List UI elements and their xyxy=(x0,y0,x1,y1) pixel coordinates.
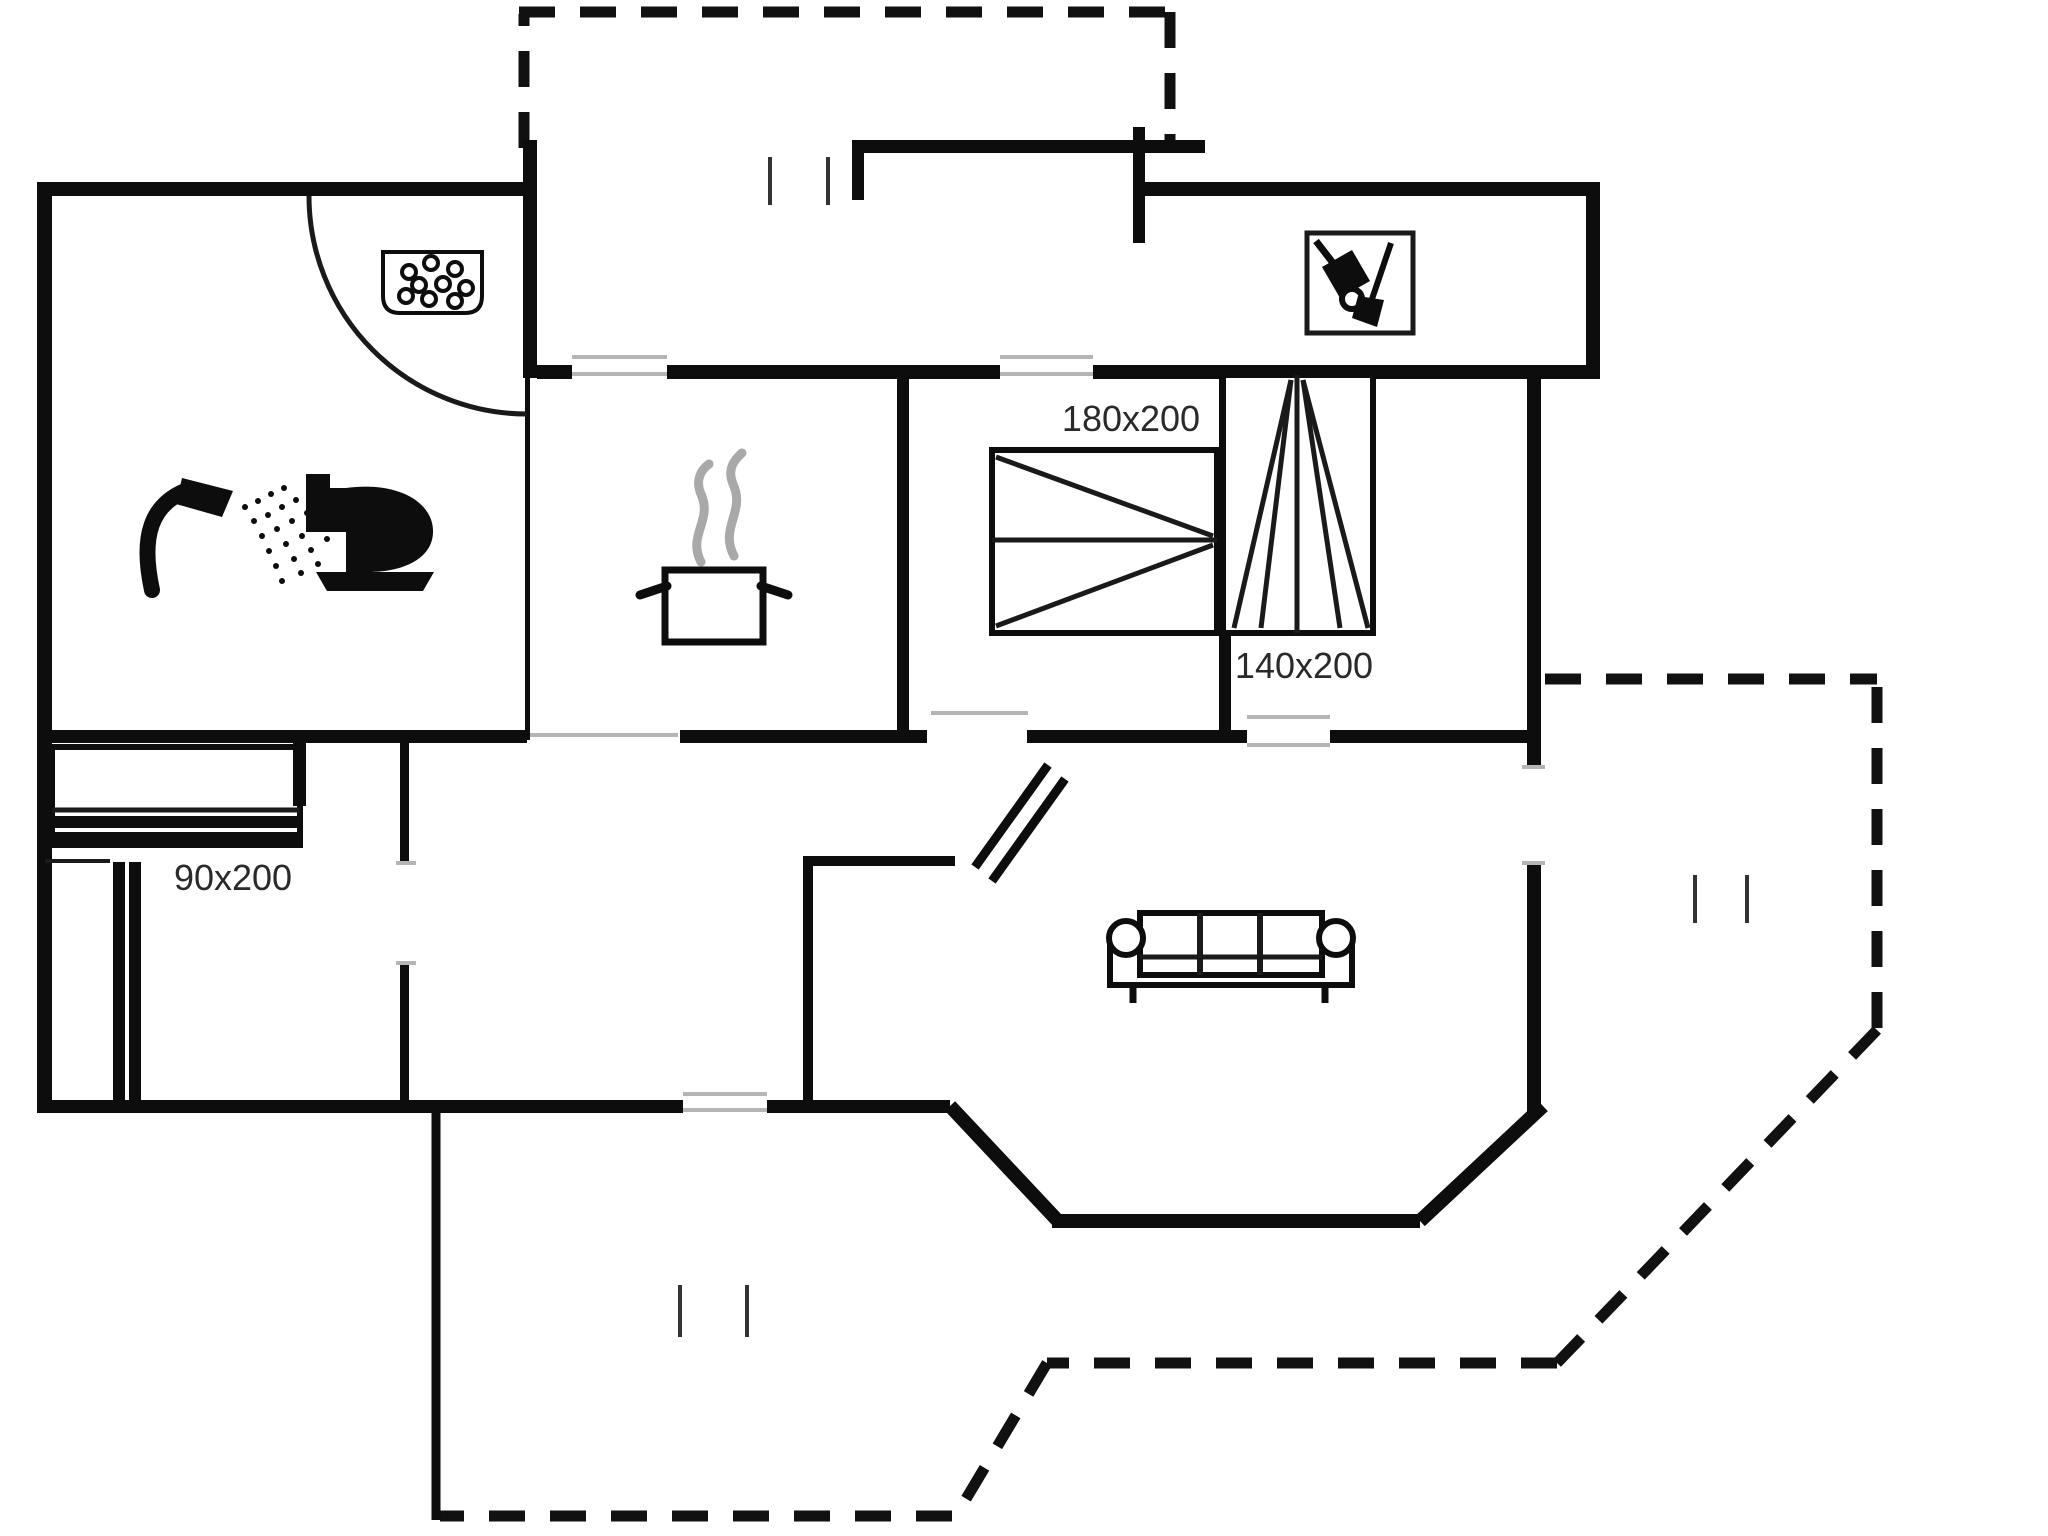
terrace-steps-right xyxy=(1693,875,1749,923)
wall-bedroom3-right-a xyxy=(400,740,409,863)
door-swing-arc xyxy=(306,195,528,417)
wall-bath-bottom xyxy=(43,730,527,743)
wall-bay-diagonal-left xyxy=(944,1101,1064,1226)
wall-bay-bottom xyxy=(1052,1214,1420,1228)
terrace-right-diagonal xyxy=(1553,1026,1881,1367)
wall-kitchen-bottom xyxy=(680,730,897,743)
terrace-right-outline xyxy=(440,673,1883,1522)
bedroom1-door-top xyxy=(1000,355,1093,376)
washbasin-dots xyxy=(397,254,475,310)
cooking-pot-icon xyxy=(635,448,793,646)
wall-kitchen-divider-thin xyxy=(525,378,530,740)
wall-bedroom-bottom-c xyxy=(1330,730,1540,743)
wall-bedroom3-right-b xyxy=(400,963,409,1100)
bed-symbol-140x200 xyxy=(1220,372,1376,636)
wall-step-kitchen-divider xyxy=(523,140,537,378)
shower-icon xyxy=(139,478,330,598)
bed-symbol-90x200 xyxy=(49,740,306,848)
walls xyxy=(37,127,1600,1228)
bed-label-90x200: 90x200 xyxy=(174,857,292,898)
wall-top-middle xyxy=(852,140,1205,153)
wall-top-left xyxy=(37,182,537,196)
wall-right-upper xyxy=(1586,182,1600,375)
bed-label-180x200: 180x200 xyxy=(1062,398,1200,439)
bedroom2-window xyxy=(1247,715,1330,747)
wall-bottom-b xyxy=(767,1100,950,1113)
wall-entry-left-stub xyxy=(852,153,864,200)
wall-top-right xyxy=(1133,182,1600,196)
terrace-bottom-diagonal xyxy=(952,1360,1052,1517)
wall-bedroom-bottom-b xyxy=(1027,730,1247,743)
openings xyxy=(396,355,1545,1112)
wardrobe-bars xyxy=(45,859,141,1102)
wall-bedroom-bottom-a xyxy=(897,730,927,743)
bedroom3-door xyxy=(396,861,416,965)
wall-hall-L xyxy=(803,856,955,1103)
terrace-door-right xyxy=(1522,765,1545,865)
toilet-icon xyxy=(306,474,434,591)
terrace-top-outline xyxy=(518,6,1176,148)
wall-right-lower-a xyxy=(1527,375,1541,767)
wall-mid-seg1 xyxy=(537,365,572,379)
double-bed-symbol-180x200 xyxy=(989,447,1220,636)
wall-right-lower-b xyxy=(1527,863,1541,1113)
steam-icon xyxy=(692,459,714,567)
entry-steps xyxy=(768,157,830,205)
steam-icon xyxy=(724,448,747,561)
wall-bottom-a xyxy=(37,1100,683,1113)
wall-bay-diagonal-right xyxy=(1415,1100,1548,1227)
terrace-steps-bottom xyxy=(678,1285,749,1337)
wall-left-outer xyxy=(37,182,52,1113)
washbasin-icon xyxy=(381,250,484,315)
double-door-symbol xyxy=(971,762,1069,884)
wall-mid-seg2 xyxy=(667,365,1000,379)
wall-bedroom1-left xyxy=(897,370,909,732)
sofa-icon xyxy=(1106,910,1356,1003)
bottom-window xyxy=(683,1092,767,1112)
kitchen-window xyxy=(572,355,667,376)
vacuum-and-broom-icon xyxy=(1304,230,1416,336)
bed-label-140x200: 140x200 xyxy=(1235,645,1373,686)
shower-spray xyxy=(242,485,330,584)
